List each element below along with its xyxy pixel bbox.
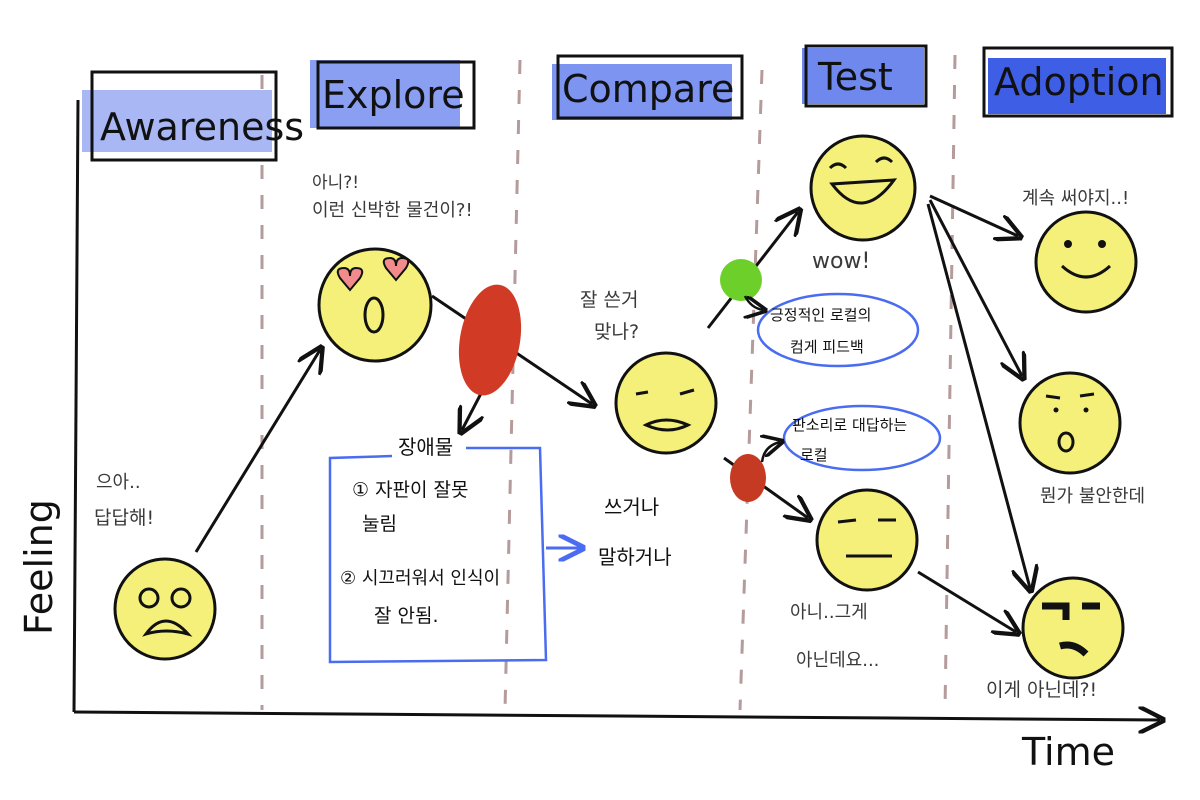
- negative-feedback-bubble: 판소리로 대답하는 로컬: [762, 404, 942, 472]
- compare-quote-2: 맞나?: [594, 321, 639, 343]
- explore-quote-2: 이런 신박한 물건이?!: [312, 200, 473, 221]
- success-green-blob: [720, 259, 762, 301]
- arrow-test-to-worried: [928, 199, 1022, 376]
- adopt-angry-quote: 이게 아닌데?!: [986, 679, 1097, 701]
- obstacle-red-blob-small: [730, 454, 766, 502]
- stage-label-explore: Explore: [322, 73, 465, 117]
- stage-header-compare: Compare: [552, 54, 744, 120]
- y-axis-line: [72, 99, 80, 713]
- adopt-happy-quote: 계속 써야지..!: [1022, 188, 1129, 209]
- stage-header-adoption: Adoption: [982, 46, 1174, 118]
- obstacle-item-1b: 눌림: [362, 513, 397, 535]
- compare-quote-1: 잘 쓴거: [580, 289, 638, 311]
- face-test-neutral: [815, 488, 919, 592]
- obstacle-box: 장애물 ① 자판이 잘못 눌림 ② 시끄러워서 인식이 잘 안됨.: [328, 435, 580, 664]
- test-neutral-quote-2: 아닌데요...: [796, 650, 879, 671]
- positive-feedback-line-1: 긍정적인 로컬의: [770, 306, 871, 324]
- face-explore-love: [317, 247, 433, 363]
- awareness-quote-2: 답답해!: [94, 507, 154, 529]
- divider-3: [738, 69, 764, 711]
- face-test-laughing: [809, 134, 917, 242]
- test-wow: wow!: [812, 249, 870, 274]
- arrow-neutral-to-angry: [917, 570, 1016, 632]
- obstacle-item-1a: ① 자판이 잘못: [352, 479, 469, 501]
- compare-result-2: 말하거나: [598, 545, 672, 569]
- stage-label-compare: Compare: [562, 67, 734, 111]
- obstacle-title: 장애물: [398, 435, 453, 459]
- obstacle-item-2a: ② 시끄러워서 인식이: [340, 568, 500, 589]
- divider-2: [503, 59, 522, 711]
- obstacle-red-blob: [458, 284, 522, 396]
- stage-header-explore: Explore: [310, 60, 476, 130]
- x-axis-label: Time: [1021, 730, 1115, 774]
- stage-label-awareness: Awareness: [100, 105, 304, 149]
- stage-label-test: Test: [817, 55, 893, 99]
- stage-label-adoption: Adoption: [994, 60, 1164, 104]
- y-axis-label: Feeling: [17, 499, 61, 635]
- compare-result-1: 쓰거나: [604, 495, 659, 519]
- face-adopt-worried: [1018, 371, 1122, 475]
- x-axis-line: [73, 712, 1160, 720]
- face-compare-worried: [614, 351, 718, 455]
- face-adopt-angry: [1021, 576, 1125, 680]
- adopt-worried-quote: 뭔가 불안한데: [1040, 486, 1145, 507]
- positive-feedback-bubble: 긍정적인 로컬의 컴게 피드백: [745, 292, 920, 368]
- stage-header-awareness: Awareness: [82, 70, 304, 162]
- flow-arrows: [194, 194, 1030, 632]
- arrow-awareness-to-explore: [194, 350, 320, 553]
- awareness-quote-1: 으아..: [96, 472, 141, 493]
- arrow-test-to-happy: [929, 194, 1018, 236]
- negative-feedback-line-1: 판소리로 대답하는: [792, 416, 907, 434]
- face-adopt-happy: [1034, 210, 1138, 314]
- stage-header-test: Test: [802, 44, 928, 108]
- face-awareness-frustrated: [113, 557, 217, 661]
- axes: [72, 99, 1160, 720]
- obstacle-item-2b: 잘 안됨.: [374, 605, 439, 627]
- test-neutral-quote-1: 아니..그게: [790, 602, 868, 623]
- stage-dividers: [260, 54, 957, 711]
- positive-feedback-line-2: 컴게 피드백: [790, 338, 864, 356]
- explore-quote-1: 아니?!: [312, 173, 359, 193]
- divider-4: [943, 54, 957, 711]
- negative-feedback-line-2: 로컬: [800, 446, 828, 464]
- arrow-test-to-angry: [926, 203, 1030, 588]
